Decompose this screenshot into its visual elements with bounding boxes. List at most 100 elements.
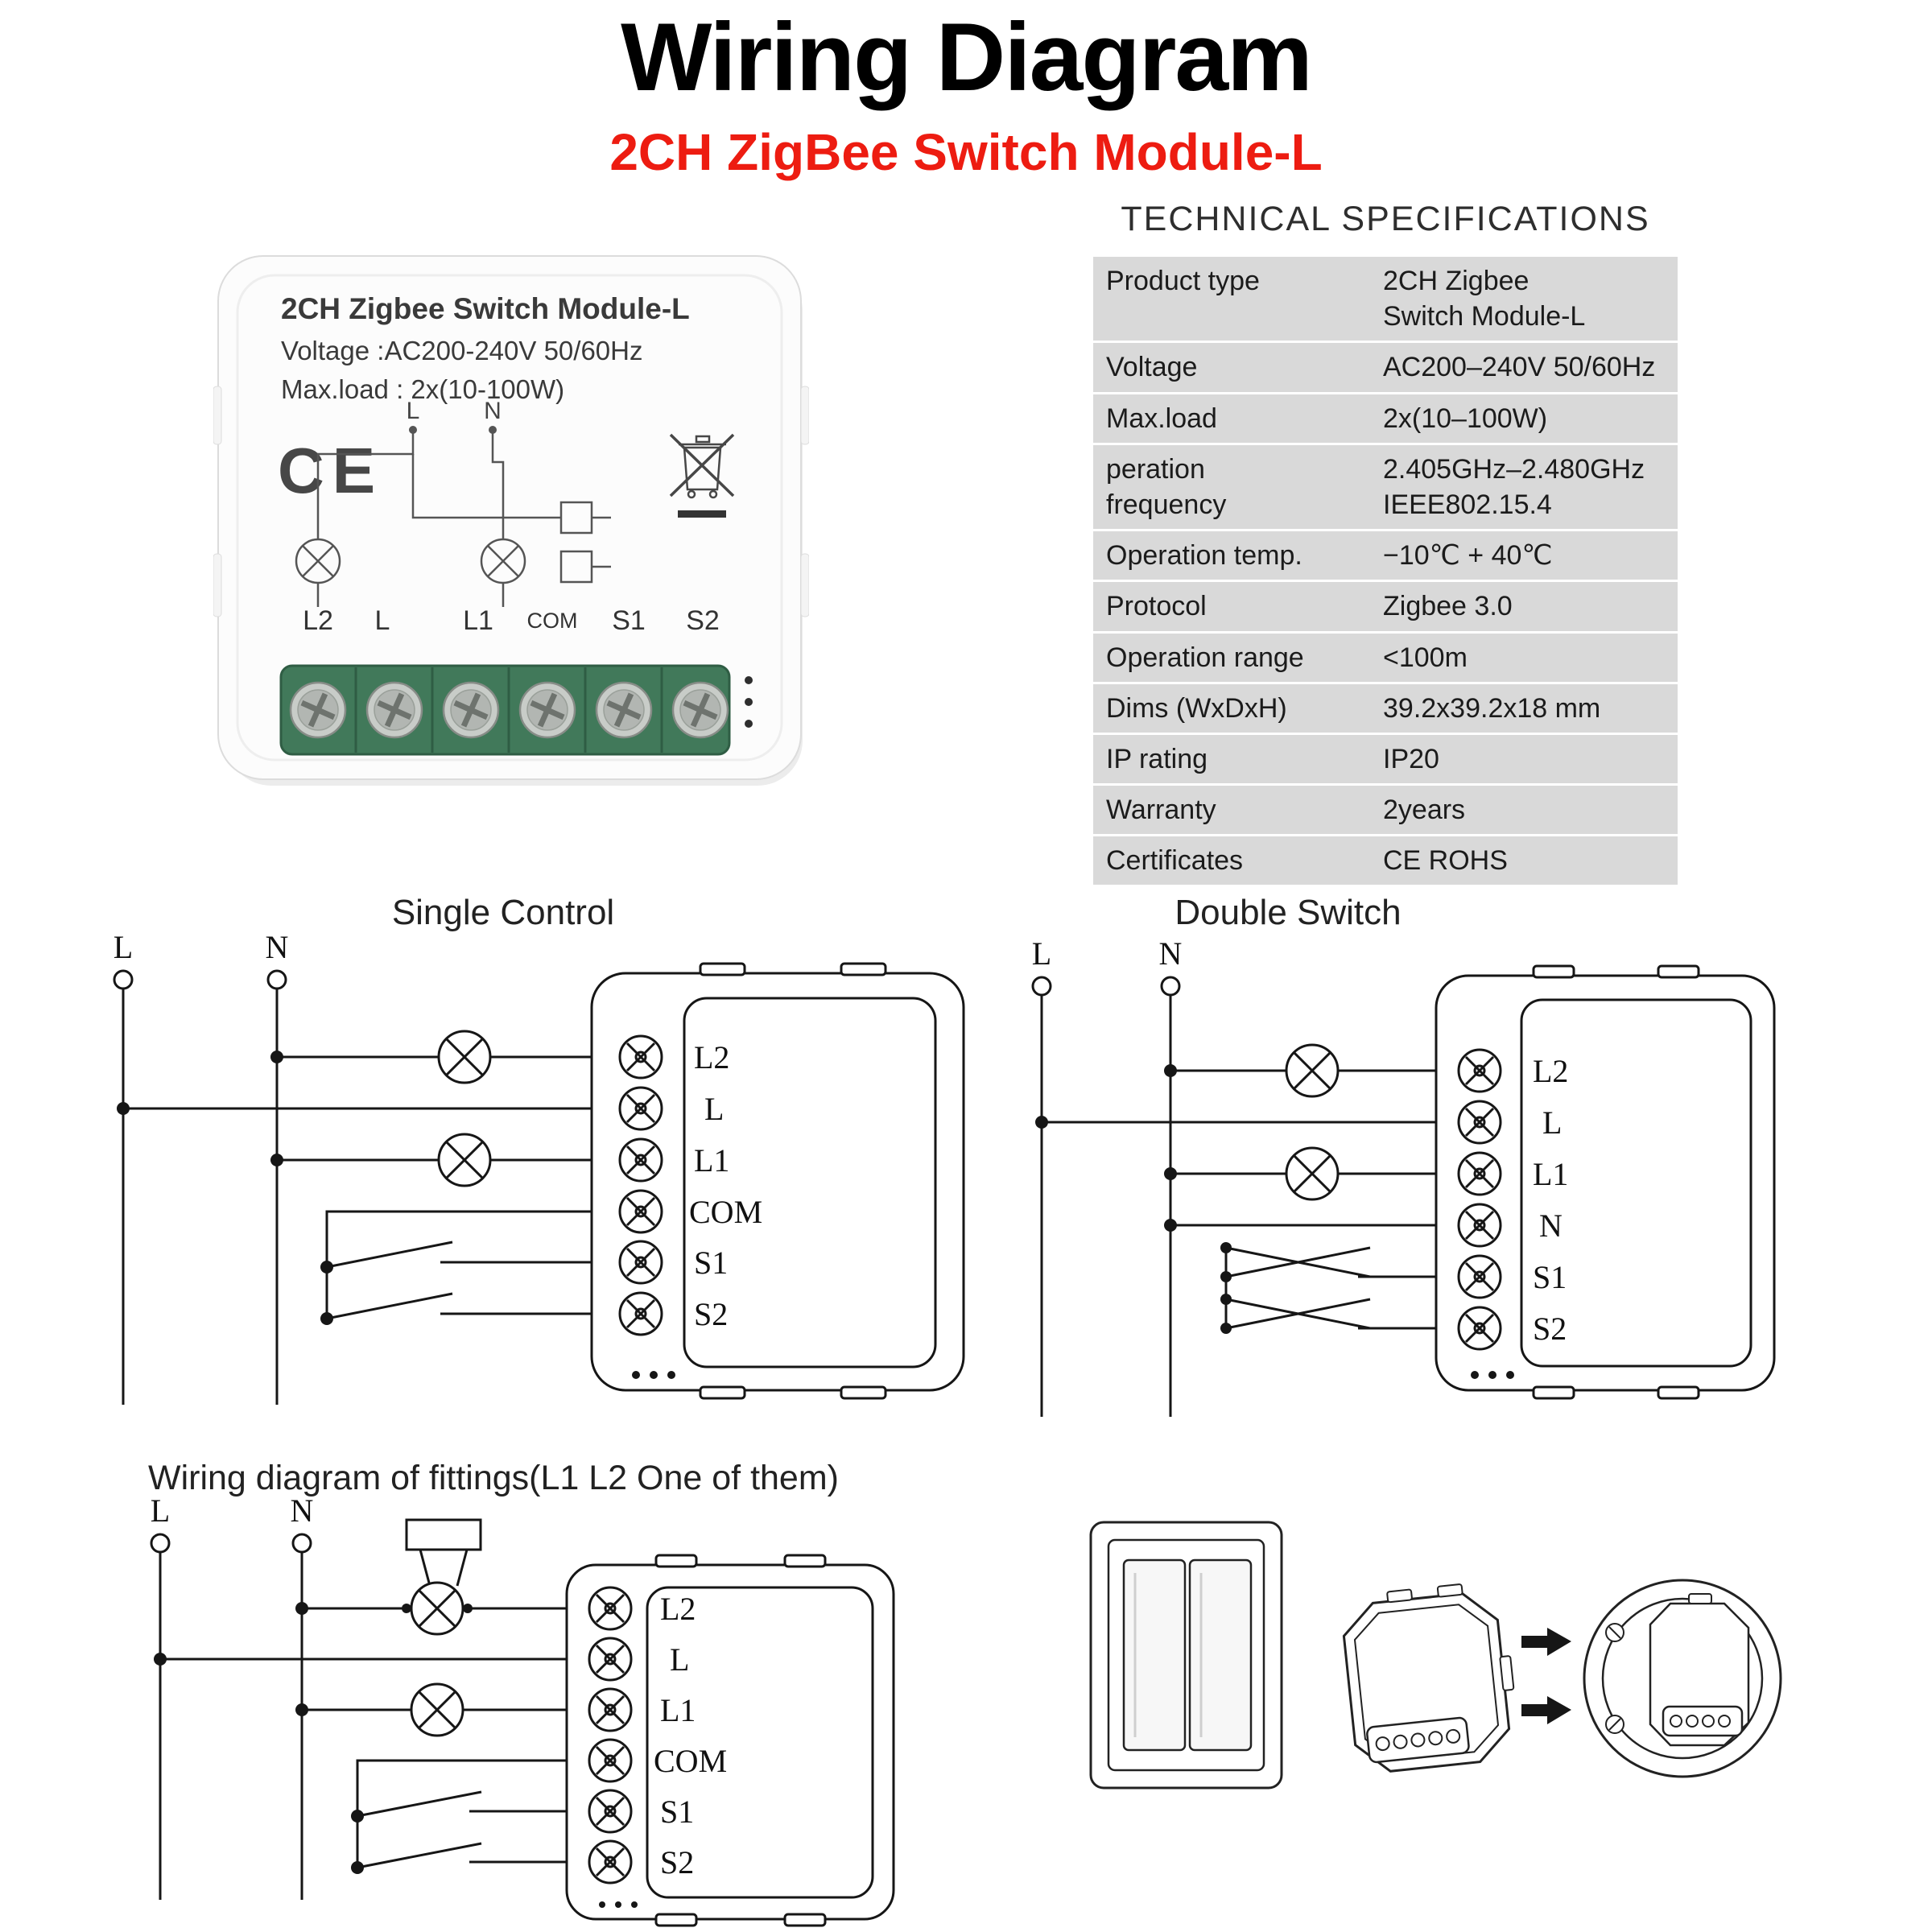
switch-module-outline — [565, 1554, 895, 1927]
terminal-label-l: L — [1542, 1104, 1562, 1141]
neutral-line-label: N — [291, 1492, 314, 1529]
weee-bin-icon — [669, 433, 735, 518]
module-led-dots — [1471, 1371, 1514, 1379]
spec-value: <100m — [1383, 642, 1468, 673]
switch-module-outline — [590, 962, 965, 1400]
terminal-label-l: L — [704, 1091, 724, 1127]
terminal-labels: L2 L L1 COM S1 S2 — [654, 1591, 727, 1880]
spec-row-max-load: Max.load 2x(10–100W) — [1093, 391, 1678, 443]
installation-illustrations — [1071, 1505, 1835, 1852]
spec-value: 2CH Zigbee Switch Module-L — [1383, 266, 1586, 332]
spec-value: −10℃ + 40℃ — [1383, 540, 1553, 572]
terminal-label-l1: L1 — [694, 1142, 729, 1179]
terminal-label-l2: L2 — [694, 1039, 729, 1075]
terminal-screw-icon — [597, 683, 651, 737]
spec-label: IP rating — [1106, 743, 1208, 774]
terminal-label-l: L — [670, 1641, 689, 1678]
spec-label: Warranty — [1106, 795, 1216, 826]
spec-value: IP20 — [1383, 743, 1439, 774]
wall-box-illustration — [1583, 1579, 1782, 1778]
print-neutral-label: N — [484, 398, 502, 424]
spec-label: Protocol — [1106, 591, 1207, 622]
spec-value: AC200–240V 50/60Hz — [1383, 352, 1656, 383]
spec-value: Zigbee 3.0 — [1383, 591, 1513, 622]
terminal-label-l1: L1 — [1533, 1156, 1568, 1192]
terminal-print-s2: S2 — [686, 605, 720, 636]
terminal-screw-icon — [618, 1291, 663, 1336]
spec-value: CE ROHS — [1383, 845, 1508, 877]
double-switch-diagram: Double Switch — [998, 877, 1803, 1441]
spec-label: Product type — [1106, 266, 1260, 296]
terminal-print-l1: L1 — [463, 605, 493, 636]
terminal-label-l2: L2 — [1533, 1053, 1568, 1089]
double-switch-wiring — [1031, 976, 1459, 1417]
terminal-screw-icon — [1457, 1254, 1502, 1299]
spec-label: peration frequency — [1106, 453, 1227, 520]
terminal-print-l2: L2 — [303, 605, 333, 636]
terminal-label-com: COM — [654, 1743, 727, 1779]
lamp-icon — [1285, 1146, 1340, 1201]
mounting-ear — [213, 386, 222, 445]
lamp-icon — [410, 1682, 464, 1737]
terminal-label-s1: S1 — [1533, 1259, 1567, 1295]
spec-label: Max.load — [1106, 402, 1217, 434]
fittings-wiring — [150, 1518, 589, 1900]
spec-row-product-type: Product type 2CH Zigbee Switch Module-L — [1093, 257, 1678, 341]
terminal-screw-icon — [618, 1189, 663, 1234]
terminal-print-com: COM — [527, 609, 578, 633]
printed-schematic — [316, 426, 611, 607]
neutral-line-label: N — [1159, 935, 1183, 972]
terminal-labels: L2 L L1 N S1 S2 — [1533, 1053, 1568, 1347]
terminal-screw-icon — [1457, 1306, 1502, 1351]
terminal-screw-icon — [1457, 1048, 1502, 1093]
terminal-label-s1: S1 — [660, 1794, 694, 1830]
single-control-diagram: Single Control — [80, 877, 998, 1441]
lamp-icon — [410, 1581, 464, 1636]
spec-row-operation-temp: Operation temp. −10℃ + 40℃ — [1093, 529, 1678, 580]
mounting-ear — [213, 553, 222, 617]
spec-value: 2.405GHz–2.480GHz IEEE802.15.4 — [1383, 453, 1645, 520]
live-line-label: L — [114, 929, 133, 965]
junction-dots — [117, 1051, 333, 1325]
terminal-label-s2: S2 — [660, 1844, 694, 1880]
spec-label: Voltage — [1106, 352, 1198, 383]
terminal-print-s1: S1 — [612, 605, 646, 636]
terminal-screw-icon — [618, 1086, 663, 1131]
switch-module-outline — [1435, 964, 1776, 1400]
terminal-label-s1: S1 — [694, 1245, 728, 1281]
terminal-label-n: N — [1539, 1208, 1563, 1244]
spec-label: Operation range — [1106, 642, 1304, 673]
live-line-label: L — [1032, 935, 1051, 972]
terminal-screw-icon — [618, 1034, 663, 1080]
terminal-label-s2: S2 — [1533, 1311, 1567, 1347]
terminal-screw-icon — [588, 1839, 633, 1885]
spec-row-certificates: Certificates CE ROHS — [1093, 834, 1678, 885]
double-switch-title: Double Switch — [1174, 893, 1401, 932]
live-line-label: L — [151, 1492, 170, 1529]
junction-dots — [1035, 1064, 1232, 1334]
spec-row-warranty: Warranty 2years — [1093, 783, 1678, 834]
terminal-screw-icon — [588, 1637, 633, 1682]
terminal-screw-icon — [444, 683, 498, 737]
technical-specifications: TECHNICAL SPECIFICATIONS Product type 2C… — [1093, 200, 1678, 886]
spec-label: Operation temp. — [1106, 540, 1302, 572]
spec-value: 39.2x39.2x18 mm — [1383, 692, 1601, 724]
lamp-icon — [1285, 1043, 1340, 1098]
specs-table: Product type 2CH Zigbee Switch Module-L … — [1093, 257, 1678, 886]
module-illustration — [1342, 1583, 1515, 1773]
spec-row-operation-frequency: peration frequency 2.405GHz–2.480GHz IEE… — [1093, 442, 1678, 529]
terminal-screw-icon — [520, 683, 575, 737]
print-live-label: L — [407, 398, 420, 424]
product-maxload-print: Max.load : 2x(10-100W) — [281, 374, 564, 404]
wall-switch-illustration — [1089, 1521, 1283, 1790]
terminal-screw-icon — [1457, 1151, 1502, 1196]
junction-dots — [154, 1602, 473, 1874]
terminal-print-l: L — [375, 605, 390, 636]
terminal-screw-icon — [618, 1137, 663, 1183]
mounting-ear — [800, 386, 809, 445]
lamp-icon — [437, 1030, 492, 1084]
spec-row-dims: Dims (WxDxH) 39.2x39.2x18 mm — [1093, 681, 1678, 733]
module-led-dots — [599, 1901, 638, 1908]
spec-label: Certificates — [1106, 845, 1244, 877]
spec-row-operation-range: Operation range <100m — [1093, 630, 1678, 682]
